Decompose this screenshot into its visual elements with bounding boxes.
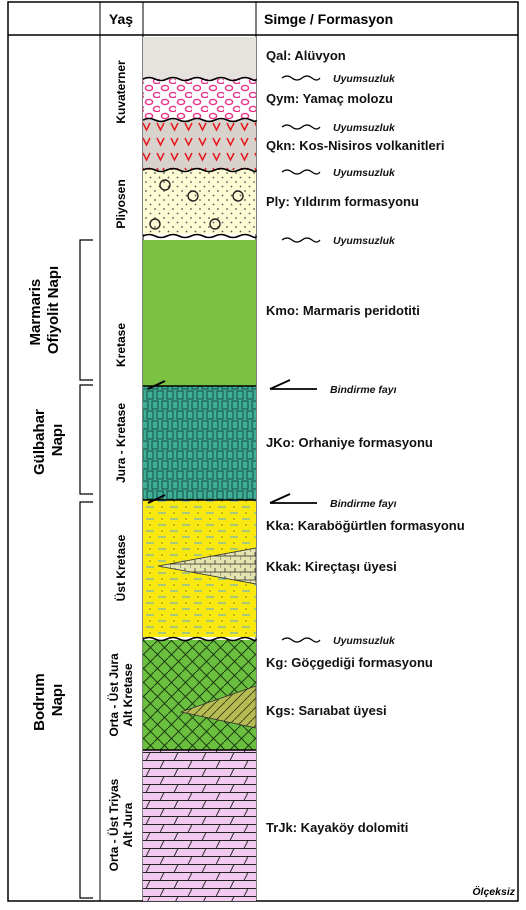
age-kretase-label: Kretase (114, 323, 128, 367)
layer-kmo (143, 240, 256, 386)
nape-gulbahar-label-line2: Napı (49, 424, 66, 457)
nape-bodrum-label: Bodrum (31, 673, 48, 731)
age-orta-ust-triyas-label: Orta - Üst TriyasAlt Jura (106, 778, 135, 871)
unconformity-label-3: Uyumsuzluk (333, 167, 396, 179)
unit-qal-label: Qal: Alüvyon (266, 48, 346, 63)
age-orta-ust-triyas-label-line2: Alt Jura (121, 802, 135, 847)
thrust-label-2: Bindirme fayı (330, 498, 397, 510)
nape-bodrum-label-line2: Napı (49, 684, 66, 717)
svg-text:Gülbahar Napı: Gülbahar Napı (31, 405, 66, 475)
unconformity-symbols (282, 76, 320, 642)
age-kuvaterner-label: Kuvaterner (114, 60, 128, 124)
age-header: Yaş (109, 11, 133, 27)
unit-kkak-label: Kkak: Kireçtaşı üyesi (266, 559, 397, 574)
nape-gulbahar-label: Gülbahar (31, 409, 48, 475)
svg-text:Bodrum Napı: Bodrum Napı (31, 669, 66, 731)
unit-ply-label: Ply: Yıldırım formasyonu (266, 194, 419, 209)
unit-kka-label: Kka: Karaböğürtlen formasyonu (266, 518, 465, 533)
unit-trjk-label: TrJk: Kayaköy dolomiti (266, 820, 408, 835)
layer-trjk (143, 750, 256, 901)
unit-jko-label: JKo: Orhaniye formasyonu (266, 435, 433, 450)
unconformity-label-1: Uyumsuzluk (333, 73, 396, 85)
unit-kg-label: Kg: Göçgediği formasyonu (266, 655, 433, 670)
unconformity-label-5: Uyumsuzluk (333, 635, 396, 647)
age-orta-ust-triyas-label-line1: Orta - Üst Triyas (106, 778, 121, 871)
layer-qym (143, 79, 256, 120)
svg-text:Marmaris Ofiyolit Napı: Marmaris Ofiyolit Napı (27, 266, 62, 354)
unit-qkn-label: Qkn: Kos-Nisiros volkanitleri (266, 138, 444, 153)
unit-kgs-label: Kgs: Sarıabat üyesi (266, 703, 387, 718)
nape-marmaris-label-line2: Ofiyolit Napı (45, 266, 62, 354)
thrust-label-1: Bindirme fayı (330, 384, 397, 396)
layer-jko (143, 386, 256, 500)
unconformity-label-2: Uyumsuzluk (333, 122, 396, 134)
unit-kmo-label: Kmo: Marmaris peridotiti (266, 303, 420, 318)
nape-marmaris-label: Marmaris (27, 279, 44, 346)
age-jura-kretase-label: Jura - Kretase (114, 403, 128, 483)
age-orta-ust-jura-label-line2: Alt Kretase (121, 663, 135, 727)
layer-qkn (143, 120, 256, 170)
age-pliyosen-label: Pliyosen (114, 179, 128, 228)
unit-qym-label: Qym: Yamaç molozu (266, 91, 393, 106)
layer-qal (143, 37, 256, 79)
age-orta-ust-jura-label-line1: Orta - Üst Jura (106, 653, 121, 737)
age-orta-ust-jura-label: Orta - Üst JuraAlt Kretase (106, 653, 135, 737)
scale-note: Ölçeksiz (472, 885, 515, 898)
nape-brackets (80, 240, 93, 898)
unconformity-label-4: Uyumsuzluk (333, 235, 396, 247)
unit-header: Simge / Formasyon (264, 11, 393, 27)
table-frame (8, 2, 518, 901)
age-ust-kretase-label: Üst Kretase (113, 534, 128, 601)
